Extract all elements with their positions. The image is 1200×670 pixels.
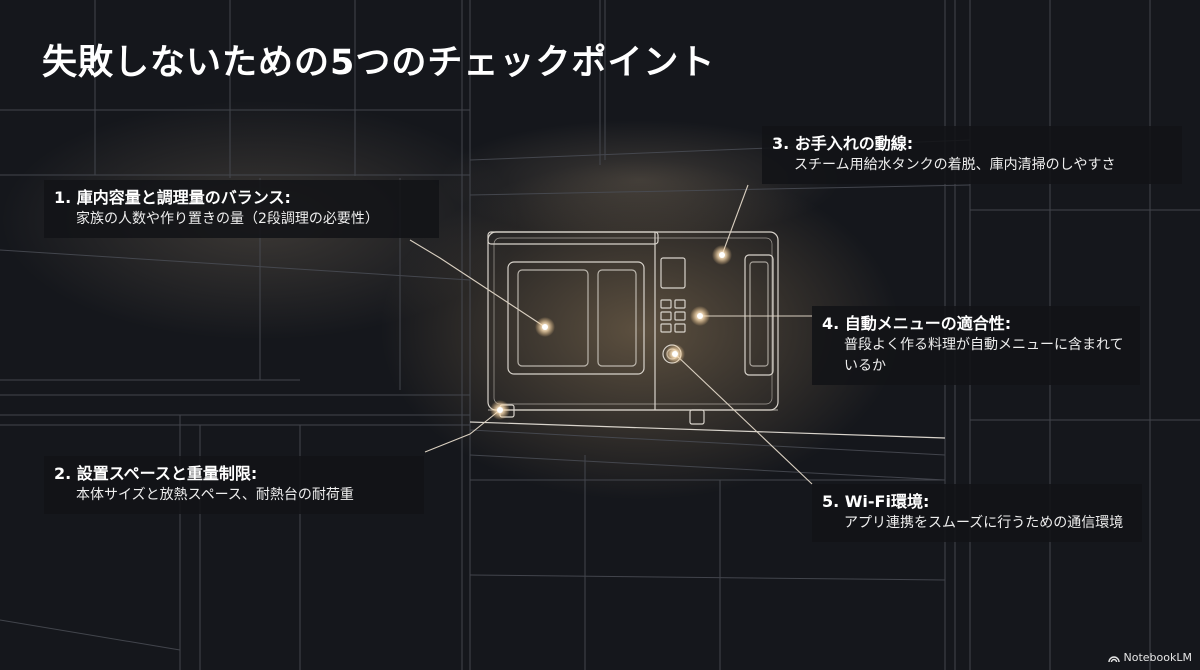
callout-1-heading: 1. 庫内容量と調理量のバランス: <box>54 188 291 207</box>
callout-2-body: 本体サイズと放熱スペース、耐熱台の耐荷重 <box>76 487 354 503</box>
callout-4-heading: 4. 自動メニューの適合性: <box>822 314 1012 333</box>
callout-3-heading: 3. お手入れの動線: <box>772 134 914 153</box>
callout-2-heading: 2. 設置スペースと重量制限: <box>54 464 258 483</box>
highlight-dots <box>490 245 732 420</box>
callout-1-body: 家族の人数や作り置きの量（2段調理の必要性） <box>76 211 379 227</box>
callout-3: 3. お手入れの動線: スチーム用給水タンクの着脱、庫内清掃のしやすさ <box>762 126 1182 184</box>
notebooklm-logo-icon <box>1107 655 1120 662</box>
leader-lines <box>409 184 813 485</box>
page-title: 失敗しないための5つのチェックポイント <box>42 43 716 83</box>
notebooklm-label: NotebookLM <box>1123 651 1192 664</box>
callout-1: 1. 庫内容量と調理量のバランス: 家族の人数や作り置きの量（2段調理の必要性） <box>44 180 439 238</box>
callout-5-body: アプリ連携をスムーズに行うための通信環境 <box>844 515 1124 531</box>
callout-4: 4. 自動メニューの適合性: 普段よく作る料理が自動メニューに含まれているか <box>812 306 1140 385</box>
callout-2: 2. 設置スペースと重量制限: 本体サイズと放熱スペース、耐熱台の耐荷重 <box>44 456 424 514</box>
callout-4-body: 普段よく作る料理が自動メニューに含まれているか <box>844 337 1124 374</box>
callout-5: 5. Wi-Fi環境: アプリ連携をスムーズに行うための通信環境 <box>812 484 1142 542</box>
callout-3-body: スチーム用給水タンクの着脱、庫内清掃のしやすさ <box>794 157 1116 173</box>
callout-5-heading: 5. Wi-Fi環境: <box>822 492 930 511</box>
notebooklm-badge: NotebookLM <box>1107 651 1192 664</box>
